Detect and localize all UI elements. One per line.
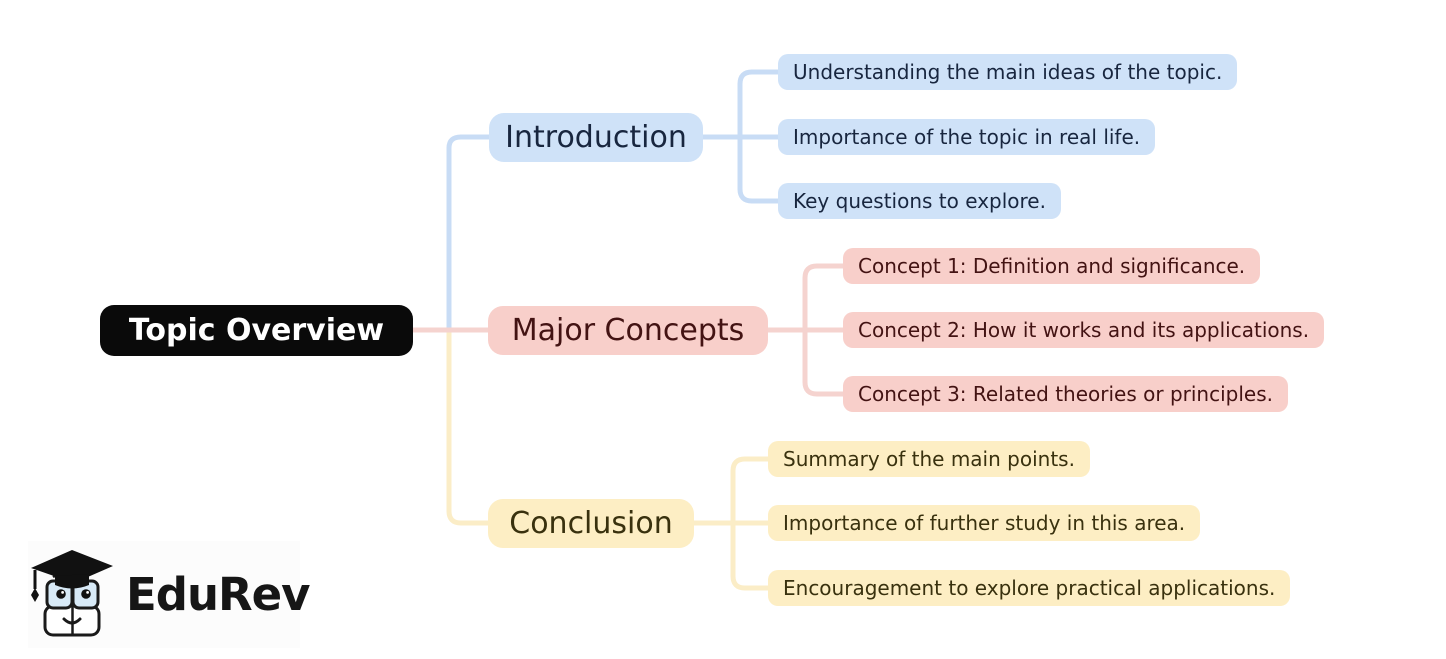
edurev-logo: EduRev: [28, 541, 310, 648]
branch-node-major-concepts: Major Concepts: [488, 306, 768, 355]
connector-major-concepts-to-leaves-spine: [768, 263, 843, 397]
branch-node-introduction: Introduction: [489, 113, 703, 162]
leaf-node: Encouragement to explore practical appli…: [768, 570, 1291, 606]
leaf-node: Importance of the topic in real life.: [778, 119, 1156, 155]
leaf-node: Concept 3: Related theories or principle…: [843, 376, 1288, 412]
leaf-node: Key questions to explore.: [778, 183, 1061, 219]
branch-node-conclusion: Conclusion: [488, 499, 694, 548]
leaf-node: Concept 1: Definition and significance.: [843, 248, 1261, 284]
leaf-node: Concept 2: How it works and its applicat…: [843, 312, 1325, 348]
leaf-node: Importance of further study in this area…: [768, 505, 1201, 541]
leaf-node: Understanding the main ideas of the topi…: [778, 54, 1238, 90]
connector-introduction-to-leaves-spine: [703, 69, 778, 204]
root-node-topic-overview: Topic Overview: [100, 305, 413, 356]
connector-root-to-conclusion: [446, 328, 488, 526]
edurev-mascot-icon: [28, 543, 116, 647]
edurev-wordmark: EduRev: [126, 568, 310, 621]
connector-conclusion-to-leaves-spine: [694, 456, 768, 591]
leaf-node: Summary of the main points.: [768, 441, 1090, 477]
connector-root-to-introduction: [446, 134, 489, 330]
